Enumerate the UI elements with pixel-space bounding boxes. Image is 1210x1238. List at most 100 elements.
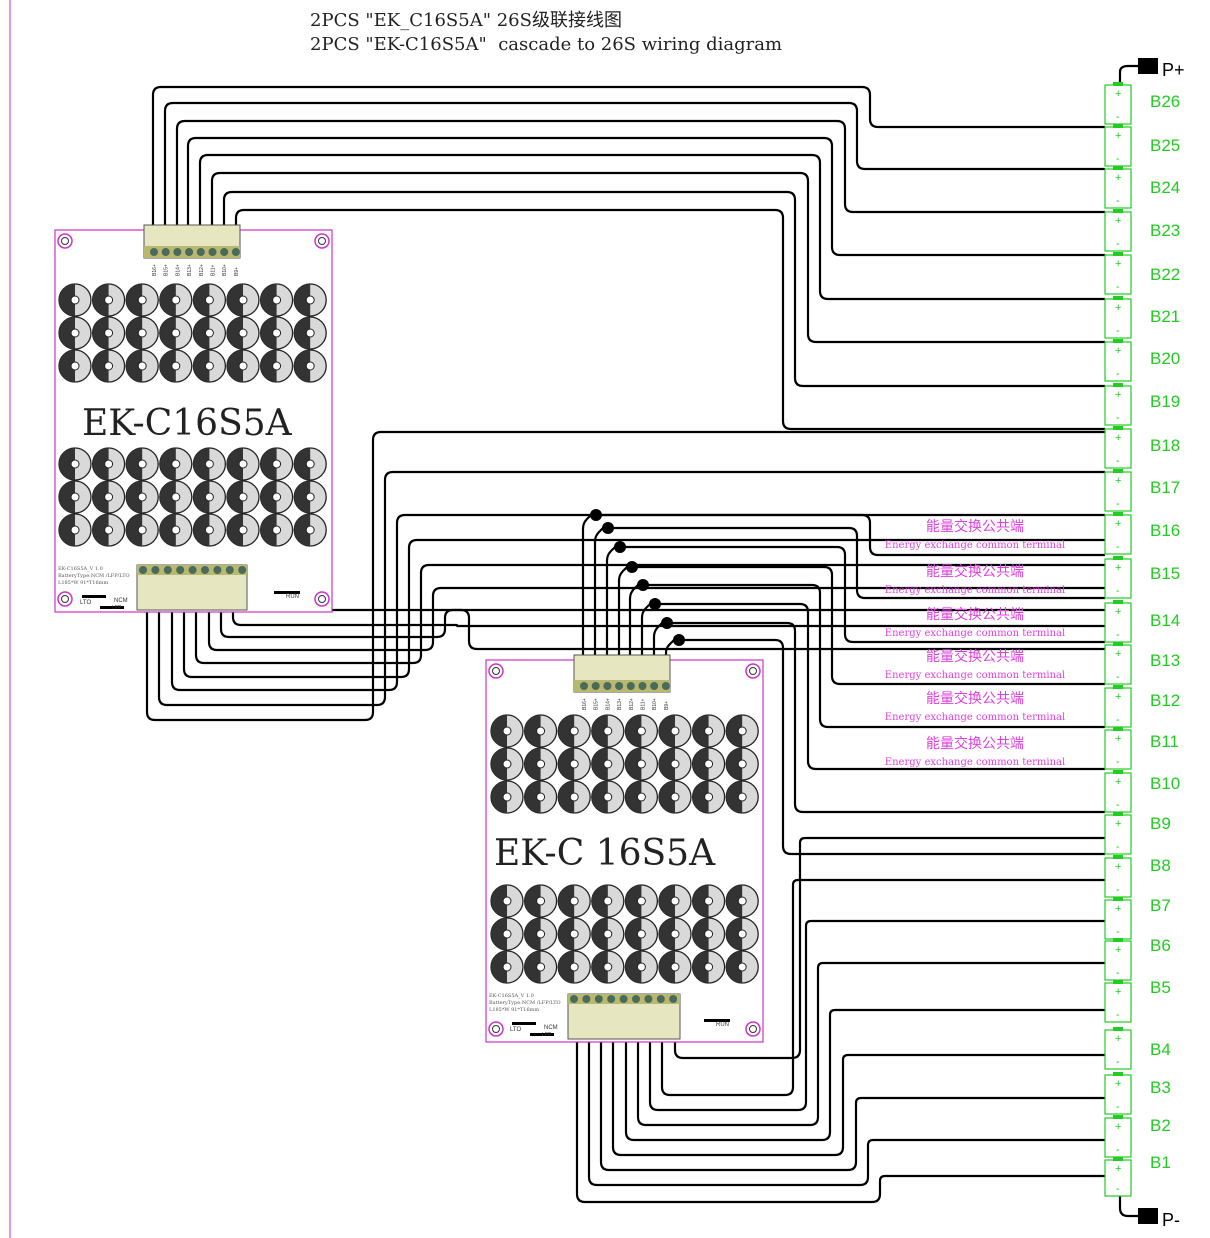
cell-body [1104,428,1132,469]
capacitor-polarity [227,350,243,382]
cell-body [1104,940,1132,981]
wire-common-terminal [620,545,1105,644]
cell-plus-sign: + [1115,302,1121,314]
cell-minus-sign: - [1116,756,1120,768]
capacitor-polarity [227,284,243,316]
top-pin [615,682,624,690]
capacitor-polarity [92,514,109,546]
boards: B16+B15+B14+B13+B12+B11+B10+B9+EK-C16S5A… [54,224,764,1043]
capacitor-pin [670,929,680,939]
cell-body [1104,558,1132,599]
cell-plus-sign: + [1115,88,1121,100]
board-info-text: EK-C16S5A_V 1.0 [58,566,103,572]
top-pin-label: B11+ [211,264,217,276]
wire-top-board-upper [151,85,1105,228]
capacitor-polarity [193,317,210,349]
capacitor-polarity [591,715,608,747]
capacitor-polarity [692,781,709,813]
cell-minus-sign: - [1116,153,1120,165]
capacitor-pin [305,492,315,502]
capacitor-polarity [260,350,277,382]
capacitor-pin [137,361,147,371]
cell-minus-sign: - [1116,671,1120,683]
capacitor-polarity [193,481,210,513]
battery-cell-b4: +-B4 [1104,1027,1171,1070]
battery-cell-b5: +-B5 [1104,978,1171,1023]
wire-bottom-board-upper [593,527,604,658]
capacitor-polarity [260,448,277,480]
wire-bottom-board-upper [652,622,663,658]
cell-minus-sign: - [1116,281,1120,293]
capacitor-polarity [692,885,709,917]
wire-bottom-board-upper [628,584,639,658]
cell-plus-sign: + [1115,861,1121,873]
capacitor-polarity [591,781,608,813]
wire-top-board-lower [170,513,1105,692]
switch-label-lfp: LFP [542,1032,552,1038]
cell-label: B21 [1150,307,1180,326]
capacitor-pin [603,962,613,972]
bottom-pin [644,995,653,1003]
cell-minus-sign: - [1116,455,1120,467]
bottom-pin [151,566,160,574]
capacitor-polarity [227,317,243,349]
cell-terminal-cap [1113,600,1123,604]
capacitor-pin [737,962,747,972]
mounting-hole-inner [61,595,69,603]
capacitor-polarity [491,951,507,983]
common-terminal-en: Energy exchange common terminal [885,757,1065,768]
bottom-pin [176,566,185,574]
cell-body [1104,814,1132,855]
capacitor-pin [272,525,282,535]
capacitor-polarity [659,885,675,917]
capacitor-polarity [294,448,311,480]
cell-terminal-cap [1113,426,1123,430]
battery-cell-b24: +-B24 [1104,166,1180,209]
cell-terminal-cap [1113,339,1123,343]
capacitor-pin [137,459,147,469]
switch-label-ncm: NCM [114,598,128,604]
capacitor-polarity [193,448,210,480]
wire-common-terminal [596,513,1105,557]
cell-minus-sign: - [1116,884,1120,896]
bottom-pin [570,995,578,1003]
cell-terminal-cap [1113,124,1123,128]
mounting-hole-inner [492,1025,500,1033]
capacitor-polarity [59,481,75,513]
top-pin [580,682,588,690]
battery-cell-b10: +-B10 [1104,770,1180,813]
wire-top-board-upper [198,153,1105,301]
wire-top-board-lower [194,563,1105,665]
capacitor-polarity [491,748,507,780]
capacitor-polarity [59,514,75,546]
capacitor-polarity [491,918,507,950]
battery-cell-b1: +-B1 [1104,1153,1171,1197]
capacitor-pin [569,896,579,906]
battery-cell-b2: +-B2 [1104,1115,1171,1158]
capacitor-polarity [92,350,109,382]
switch-ncm-bar [530,1033,554,1036]
capacitor-polarity [524,781,541,813]
capacitor-pin [704,792,714,802]
board-top: B16+B15+B14+B13+B12+B11+B10+B9+EK-C16S5A… [54,224,333,613]
capacitor-pin [104,295,114,305]
cell-terminal-cap [1113,296,1123,300]
run-bar [704,1019,730,1022]
capacitor-polarity [524,885,541,917]
battery-cell-b25: +-B25 [1104,124,1180,167]
capacitor-polarity [59,350,75,382]
capacitor-pin [536,896,546,906]
capacitor-pin [603,726,613,736]
battery-cell-b22: +-B22 [1104,252,1180,295]
cell-plus-sign: + [1115,1078,1121,1090]
top-pin-label: B9+ [234,267,240,276]
cell-plus-sign: + [1115,1121,1121,1133]
top-pin-label: B16+ [152,264,158,276]
cell-terminal-cap [1113,685,1123,689]
cell-label: B9 [1150,814,1171,833]
capacitor-pin [238,295,248,305]
capacitor-pin [137,525,147,535]
cell-body [1104,514,1132,555]
cell-plus-sign: + [1115,903,1121,915]
